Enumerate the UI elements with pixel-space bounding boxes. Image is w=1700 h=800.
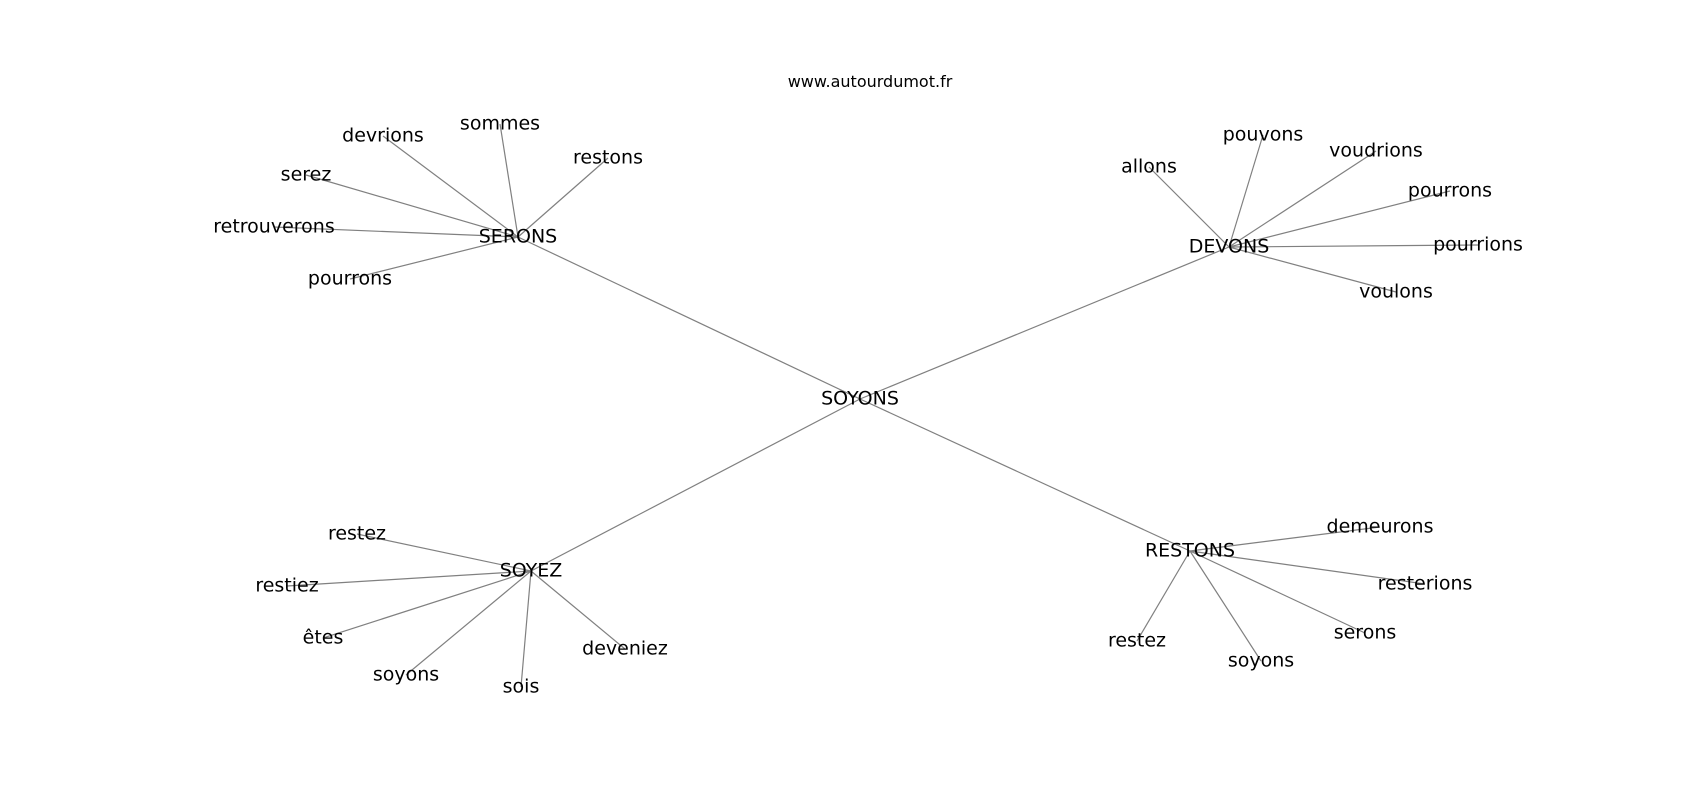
leaf-word-node[interactable]: restiez (255, 575, 318, 597)
leaf-word-node[interactable]: soyons (1228, 650, 1294, 672)
edge-center-to-hub (530, 398, 861, 572)
edge-center-to-hub (517, 236, 861, 400)
edge-hub-to-word (530, 570, 626, 650)
leaf-word-node[interactable]: pouvons (1223, 124, 1304, 146)
edge-hub-to-word (1228, 134, 1264, 248)
leaf-word-node[interactable]: restez (1108, 630, 1166, 652)
edge-hub-to-word (1189, 550, 1426, 585)
edge-hub-to-word (1189, 550, 1262, 662)
edge-hub-to-word (520, 570, 532, 688)
edge-hub-to-word (322, 570, 532, 639)
leaf-word-node[interactable]: resterions (1378, 573, 1473, 595)
edge-hub-to-word (305, 174, 519, 238)
leaf-word-node[interactable]: pourrons (308, 268, 392, 290)
edge-center-to-hub (859, 246, 1230, 400)
leaf-word-node[interactable]: sommes (460, 113, 540, 135)
edge-hub-to-word (273, 226, 519, 238)
edge-hub-to-word (517, 157, 609, 238)
leaf-word-node[interactable]: pourrions (1433, 234, 1523, 256)
edge-hub-to-word (1189, 550, 1366, 634)
edge-hub-to-word (382, 135, 519, 238)
edge-hub-to-word (499, 123, 519, 238)
leaf-word-node[interactable]: restons (573, 147, 643, 169)
leaf-word-node[interactable]: retrouverons (213, 216, 335, 238)
leaf-word-node[interactable]: voulons (1359, 281, 1433, 303)
leaf-word-node[interactable]: voudrions (1329, 140, 1423, 162)
leaf-word-node[interactable]: demeurons (1327, 516, 1434, 538)
edge-hub-to-word (1136, 550, 1191, 642)
edge-hub-to-word (1228, 150, 1377, 248)
leaf-word-node[interactable]: restez (328, 523, 386, 545)
center-word-node[interactable]: SOYONS (821, 388, 899, 410)
leaf-word-node[interactable]: serez (281, 164, 332, 186)
edge-hub-to-word (1189, 526, 1381, 552)
edge-hub-to-word (286, 570, 532, 587)
hub-word-node[interactable]: SERONS (479, 226, 558, 248)
hub-word-node[interactable]: SOYEZ (500, 560, 563, 582)
leaf-word-node[interactable]: devrions (342, 125, 424, 147)
edges (273, 123, 1479, 688)
leaf-word-node[interactable]: deveniez (582, 638, 668, 660)
leaf-word-node[interactable]: serons (1334, 622, 1397, 644)
edge-hub-to-word (1228, 244, 1479, 248)
leaf-word-node[interactable]: soyons (373, 664, 439, 686)
leaf-word-node[interactable]: allons (1121, 156, 1177, 178)
hub-word-node[interactable]: DEVONS (1189, 236, 1270, 258)
leaf-word-node[interactable]: sois (503, 676, 540, 698)
edge-hub-to-word (1148, 166, 1230, 248)
labels: SOYONS SERONS devrions sommes restons serez re… (213, 113, 1523, 698)
hub-word-node[interactable]: RESTONS (1145, 540, 1235, 562)
edge-hub-to-word (349, 236, 519, 280)
edge-center-to-hub (859, 398, 1191, 552)
leaf-word-node[interactable]: pourrons (1408, 180, 1492, 202)
leaf-word-node[interactable]: êtes (303, 627, 344, 649)
edge-hub-to-word (1228, 246, 1397, 293)
source-url: www.autourdumot.fr (787, 72, 953, 91)
edge-hub-to-word (1228, 190, 1451, 248)
edge-hub-to-word (405, 570, 532, 676)
edge-hub-to-word (356, 533, 532, 572)
